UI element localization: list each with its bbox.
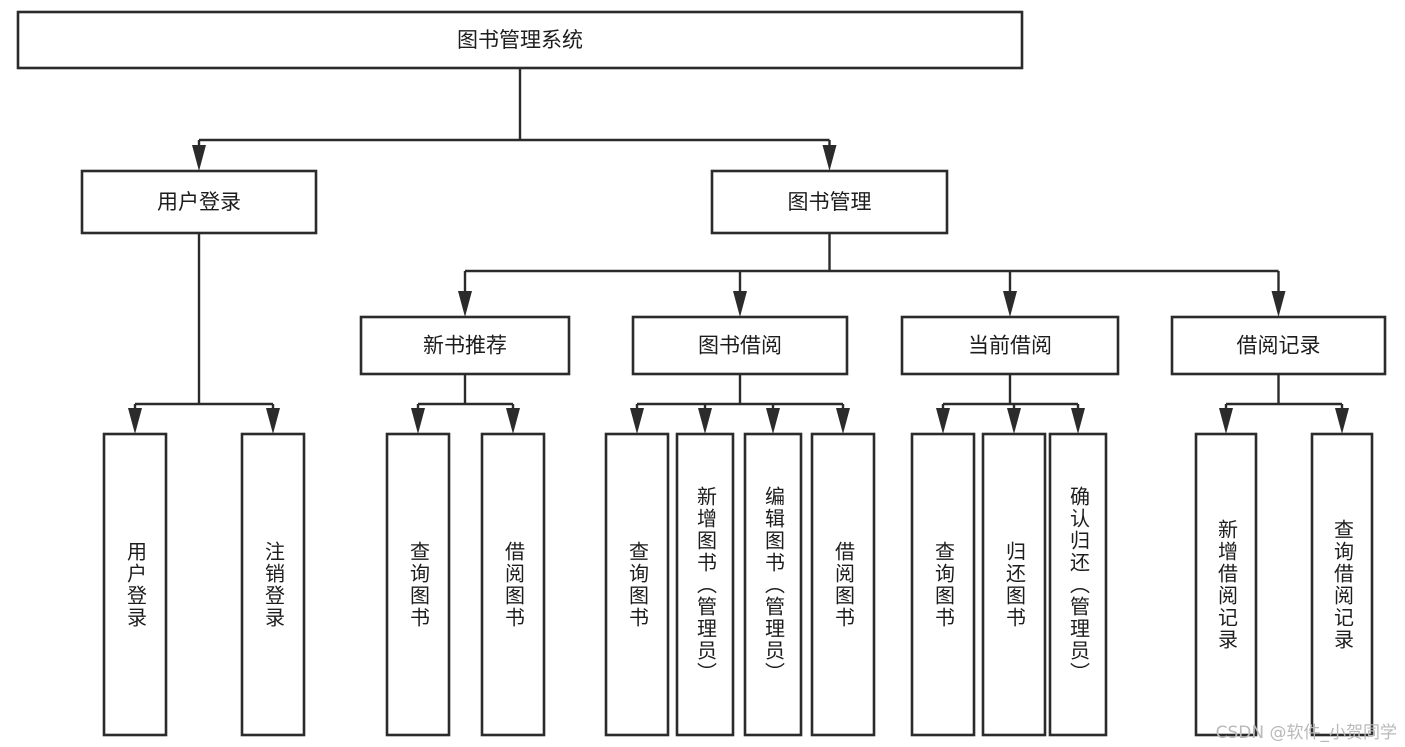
node-current-borrow-rect[interactable] — [900, 315, 1120, 376]
node-leaf-user-login-rect[interactable] — [102, 432, 168, 737]
node-book-borrow[interactable]: 图书借阅 — [631, 315, 849, 376]
node-leaf-add-record-label: 新增借阅记录 — [1214, 518, 1239, 651]
node-root-system-rect[interactable] — [16, 10, 1024, 70]
node-book-manage-label: 图书管理 — [788, 190, 872, 214]
node-leaf-query-book-1-label-wrap: 查询图书 — [406, 540, 431, 629]
node-new-book-rec-rect[interactable] — [359, 315, 571, 376]
node-leaf-borrow-book-1-label-wrap: 借阅图书 — [501, 540, 526, 629]
arrow-to-leaf-user-login-head — [128, 408, 142, 434]
node-leaf-add-record[interactable]: 新增借阅记录 — [1194, 432, 1258, 737]
arrow-to-user-login-head — [192, 145, 206, 171]
node-leaf-return-book-label: 归还图书 — [1002, 540, 1027, 629]
arrow-to-new-book-rec-head — [458, 291, 472, 317]
node-root-system-label: 图书管理系统 — [457, 28, 583, 52]
node-leaf-add-book[interactable]: 新增图书（管理员） — [675, 432, 735, 737]
node-current-borrow-label: 当前借阅 — [968, 334, 1052, 358]
node-leaf-edit-book-rect[interactable] — [743, 432, 803, 737]
arrow-to-leaf-query-book-2-head — [630, 408, 644, 434]
node-borrow-record-label: 借阅记录 — [1237, 334, 1321, 358]
node-leaf-add-record-rect[interactable] — [1194, 432, 1258, 737]
node-leaf-return-book-label-wrap: 归还图书 — [1002, 540, 1027, 629]
arrow-to-leaf-logout-head — [266, 408, 280, 434]
node-leaf-borrow-book-1[interactable]: 借阅图书 — [480, 432, 546, 737]
node-leaf-user-login[interactable]: 用户登录 — [102, 432, 168, 737]
node-leaf-edit-book-label: 编辑图书（管理员） — [761, 485, 786, 684]
node-leaf-query-book-1-label: 查询图书 — [406, 540, 431, 629]
arrow-to-leaf-return-book-head — [1007, 408, 1021, 434]
node-book-manage-rect[interactable] — [710, 169, 949, 235]
node-leaf-add-record-label-wrap: 新增借阅记录 — [1214, 518, 1239, 651]
node-leaf-query-book-1-rect[interactable] — [385, 432, 451, 737]
node-leaf-add-book-label: 新增图书（管理员） — [693, 485, 718, 684]
arrow-to-leaf-borrow-book-2-head — [836, 408, 850, 434]
node-leaf-borrow-book-2-label-wrap: 借阅图书 — [831, 540, 856, 629]
arrow-to-leaf-confirm-return-head — [1071, 408, 1085, 434]
node-leaf-borrow-book-2[interactable]: 借阅图书 — [810, 432, 876, 737]
node-layer: 图书管理系统用户登录图书管理新书推荐图书借阅当前借阅借阅记录用户登录注销登录查询… — [16, 10, 1387, 737]
node-book-manage[interactable]: 图书管理 — [710, 169, 949, 235]
arrow-to-book-borrow-head — [733, 291, 747, 317]
node-leaf-edit-book[interactable]: 编辑图书（管理员） — [743, 432, 803, 737]
node-leaf-query-book-2-rect[interactable] — [604, 432, 670, 737]
node-user-login-label: 用户登录 — [157, 190, 241, 214]
node-book-borrow-label: 图书借阅 — [698, 334, 782, 358]
node-leaf-user-login-label: 用户登录 — [123, 540, 148, 629]
arrow-to-borrow-record-head — [1271, 291, 1286, 317]
node-new-book-rec[interactable]: 新书推荐 — [359, 315, 571, 376]
node-leaf-confirm-return[interactable]: 确认归还（管理员） — [1048, 432, 1108, 737]
node-leaf-query-record-label: 查询借阅记录 — [1330, 518, 1355, 651]
arrow-to-book-manage-head — [822, 145, 837, 171]
node-leaf-user-login-label-wrap: 用户登录 — [123, 540, 148, 629]
node-leaf-logout-label-wrap: 注销登录 — [261, 540, 286, 629]
arrow-to-leaf-query-record-head — [1335, 408, 1349, 434]
node-leaf-confirm-return-rect[interactable] — [1048, 432, 1108, 737]
node-leaf-edit-book-label-wrap: 编辑图书（管理员） — [761, 485, 786, 684]
node-leaf-add-book-rect[interactable] — [675, 432, 735, 737]
node-leaf-query-book-3-label-wrap: 查询图书 — [931, 540, 956, 629]
arrow-to-leaf-borrow-book-1-head — [506, 408, 520, 434]
node-user-login[interactable]: 用户登录 — [80, 169, 318, 235]
node-leaf-return-book-rect[interactable] — [981, 432, 1047, 737]
node-leaf-logout[interactable]: 注销登录 — [240, 432, 306, 737]
arrow-to-leaf-add-record-head — [1219, 408, 1233, 434]
node-book-borrow-rect[interactable] — [631, 315, 849, 376]
arrow-to-leaf-query-book-3-head — [936, 408, 950, 434]
node-leaf-query-book-2[interactable]: 查询图书 — [604, 432, 670, 737]
arrow-to-leaf-edit-book-head — [766, 408, 780, 434]
node-leaf-add-book-label-wrap: 新增图书（管理员） — [693, 485, 718, 684]
node-root-system[interactable]: 图书管理系统 — [16, 10, 1024, 70]
node-leaf-query-book-3[interactable]: 查询图书 — [910, 432, 976, 737]
node-leaf-query-record-rect[interactable] — [1310, 432, 1374, 737]
node-leaf-query-book-3-rect[interactable] — [910, 432, 976, 737]
node-leaf-borrow-book-2-label: 借阅图书 — [831, 540, 856, 629]
node-borrow-record-rect[interactable] — [1170, 315, 1387, 376]
node-user-login-rect[interactable] — [80, 169, 318, 235]
node-leaf-return-book[interactable]: 归还图书 — [981, 432, 1047, 737]
node-leaf-confirm-return-label-wrap: 确认归还（管理员） — [1066, 485, 1091, 684]
node-new-book-rec-label: 新书推荐 — [423, 334, 507, 358]
node-leaf-borrow-book-1-label: 借阅图书 — [501, 540, 526, 629]
node-leaf-query-record-label-wrap: 查询借阅记录 — [1330, 518, 1355, 651]
node-leaf-borrow-book-2-rect[interactable] — [810, 432, 876, 737]
node-borrow-record[interactable]: 借阅记录 — [1170, 315, 1387, 376]
node-leaf-query-book-2-label: 查询图书 — [625, 540, 650, 629]
node-leaf-query-book-3-label: 查询图书 — [931, 540, 956, 629]
arrow-to-current-borrow-head — [1003, 291, 1017, 317]
node-leaf-query-record[interactable]: 查询借阅记录 — [1310, 432, 1374, 737]
arrow-to-leaf-query-book-1-head — [411, 408, 425, 434]
arrow-to-leaf-add-book-head — [698, 408, 712, 434]
node-leaf-logout-rect[interactable] — [240, 432, 306, 737]
node-leaf-confirm-return-label: 确认归还（管理员） — [1066, 485, 1091, 684]
node-leaf-query-book-2-label-wrap: 查询图书 — [625, 540, 650, 629]
watermark-text: CSDN @软件_小贺同学 — [1215, 723, 1397, 743]
connector-layer — [128, 68, 1349, 434]
node-leaf-borrow-book-1-rect[interactable] — [480, 432, 546, 737]
node-current-borrow[interactable]: 当前借阅 — [900, 315, 1120, 376]
node-leaf-query-book-1[interactable]: 查询图书 — [385, 432, 451, 737]
node-leaf-logout-label: 注销登录 — [261, 540, 286, 629]
